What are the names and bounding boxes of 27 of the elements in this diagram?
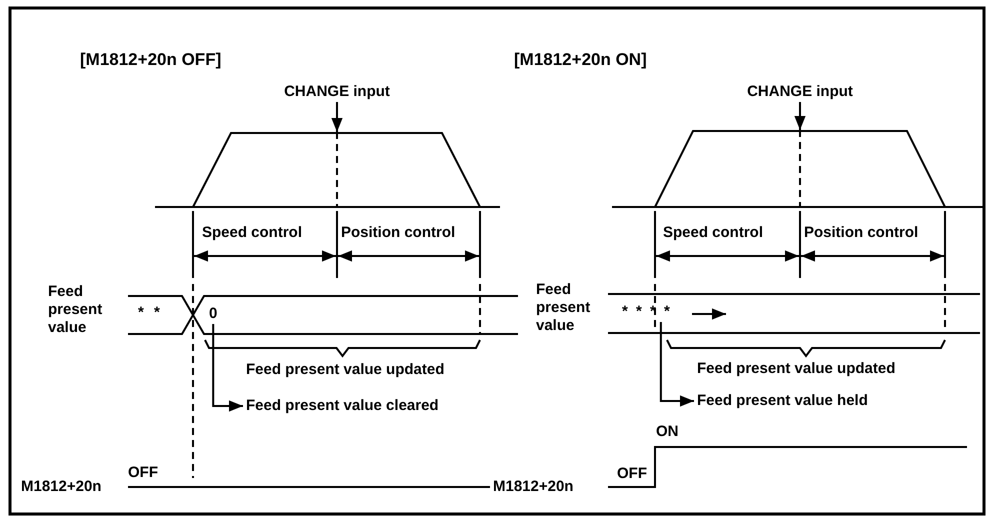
section-heading: [M1812+20n OFF] xyxy=(80,50,222,70)
value-text: * * xyxy=(138,304,163,322)
phase-label: Speed control xyxy=(663,224,764,242)
input-label: CHANGE input xyxy=(284,83,390,101)
phase-label: Speed control xyxy=(202,224,302,242)
speed-profile-drawing xyxy=(655,130,945,207)
signal-label: Feed present value xyxy=(48,283,104,337)
state-label: OFF xyxy=(617,465,647,483)
value-text: 0 xyxy=(209,305,218,323)
signal-label: M1812+20n xyxy=(21,478,102,496)
bracket-label: Feed present value updated xyxy=(697,360,896,378)
callout-text: Feed present value cleared xyxy=(246,397,439,415)
signal-label: Feed present value xyxy=(536,281,592,335)
speed-profile-drawing xyxy=(193,132,480,207)
arrow xyxy=(794,102,806,130)
signal-label: M1812+20n xyxy=(493,478,574,496)
leader-line xyxy=(660,322,694,407)
section-heading: [M1812+20n ON] xyxy=(514,50,647,70)
callout-text: Feed present value held xyxy=(697,392,868,410)
phase-label: Position control xyxy=(341,224,456,242)
phase-label: Position control xyxy=(804,224,918,242)
arrow xyxy=(331,102,343,132)
state-label: ON xyxy=(656,423,678,441)
bracket-label: Feed present value updated xyxy=(246,361,444,379)
state-label: OFF xyxy=(128,464,158,482)
input-label: CHANGE input xyxy=(747,83,853,101)
leader-line xyxy=(212,324,243,412)
